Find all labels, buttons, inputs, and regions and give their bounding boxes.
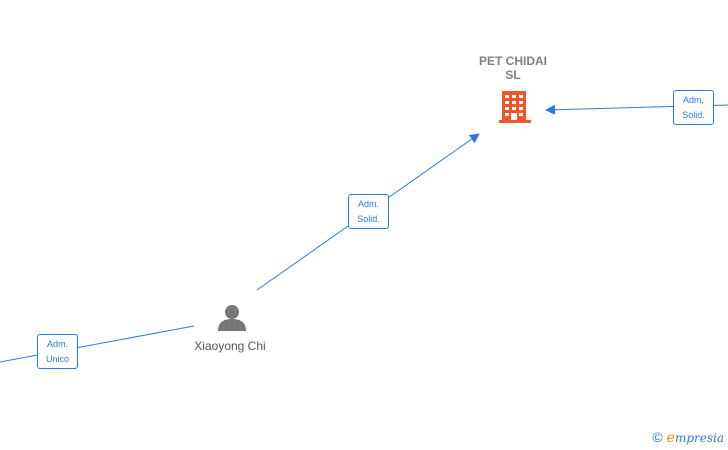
company-name-line1: PET CHIDAI: [478, 54, 547, 68]
edge-left-to-person: [0, 325, 195, 363]
edge-label-line2: Solid.: [357, 214, 380, 224]
person-name[interactable]: Xiaoyong Chi: [194, 339, 266, 353]
edge-label-line1: Adm.: [682, 95, 704, 105]
edge-label-line1: Adm.: [357, 199, 379, 209]
company-name-line2: SL: [505, 68, 521, 82]
building-icon[interactable]: [499, 91, 531, 123]
empresia-watermark: © empresia: [652, 429, 724, 446]
person-icon[interactable]: [218, 305, 246, 331]
edge-label-line2: Solid.: [682, 110, 705, 120]
edge-label-right-company: Adm. Solid.: [673, 90, 714, 125]
edge-label-line2: Unico: [45, 354, 69, 364]
edge-label-left-person: Adm. Unico: [37, 334, 78, 369]
copyright-symbol: ©: [652, 429, 663, 445]
edge-label-line1: Adm.: [46, 339, 68, 349]
brand-initial: e: [666, 430, 675, 446]
edge-label-person-company: Adm. Solid.: [348, 194, 389, 229]
company-name[interactable]: PET CHIDAI SL: [463, 54, 563, 82]
brand-rest: mpresia: [674, 431, 724, 445]
